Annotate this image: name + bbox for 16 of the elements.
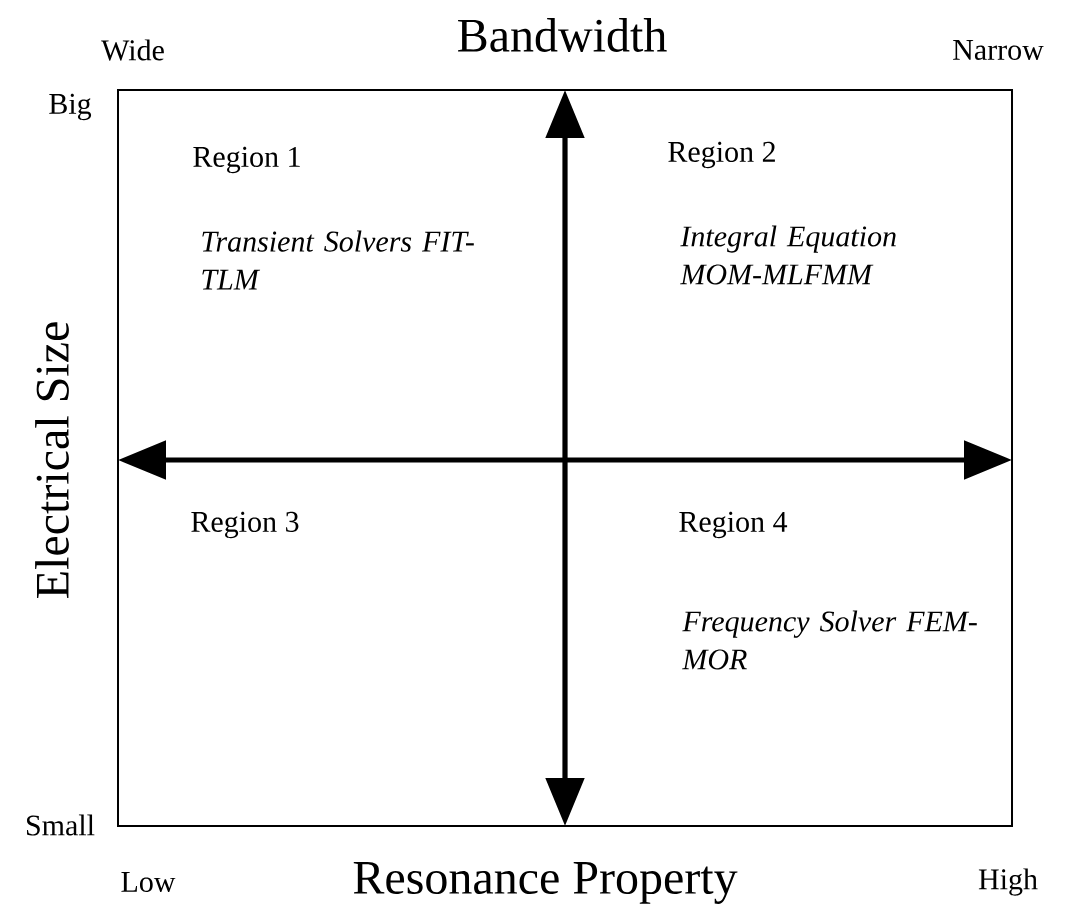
axis-title: Electrical Size bbox=[35, 322, 69, 598]
method-label: Transient Solvers FIT-TLM bbox=[202, 230, 474, 290]
axis-end-label: Wide bbox=[101, 39, 164, 61]
axis-end-label: Narrow bbox=[953, 40, 1044, 60]
axis-end-label: Big bbox=[49, 93, 92, 121]
axis-end-label: High bbox=[978, 868, 1038, 896]
region-label: Region 4 bbox=[679, 511, 788, 539]
axis-end-label: Low bbox=[121, 872, 176, 892]
region-label: Region 3 bbox=[191, 511, 299, 539]
region-label: Region 2 bbox=[668, 141, 775, 169]
method-label: Frequency Solver FEM-MOR bbox=[682, 610, 977, 670]
method-label: Integral Equation MOM-MLFMM bbox=[680, 225, 896, 285]
region-label: Region 1 bbox=[193, 146, 300, 174]
axis-title: Bandwidth bbox=[458, 18, 667, 52]
axis-title: Resonance Property bbox=[353, 862, 738, 904]
axis-end-label: Small bbox=[27, 814, 95, 836]
